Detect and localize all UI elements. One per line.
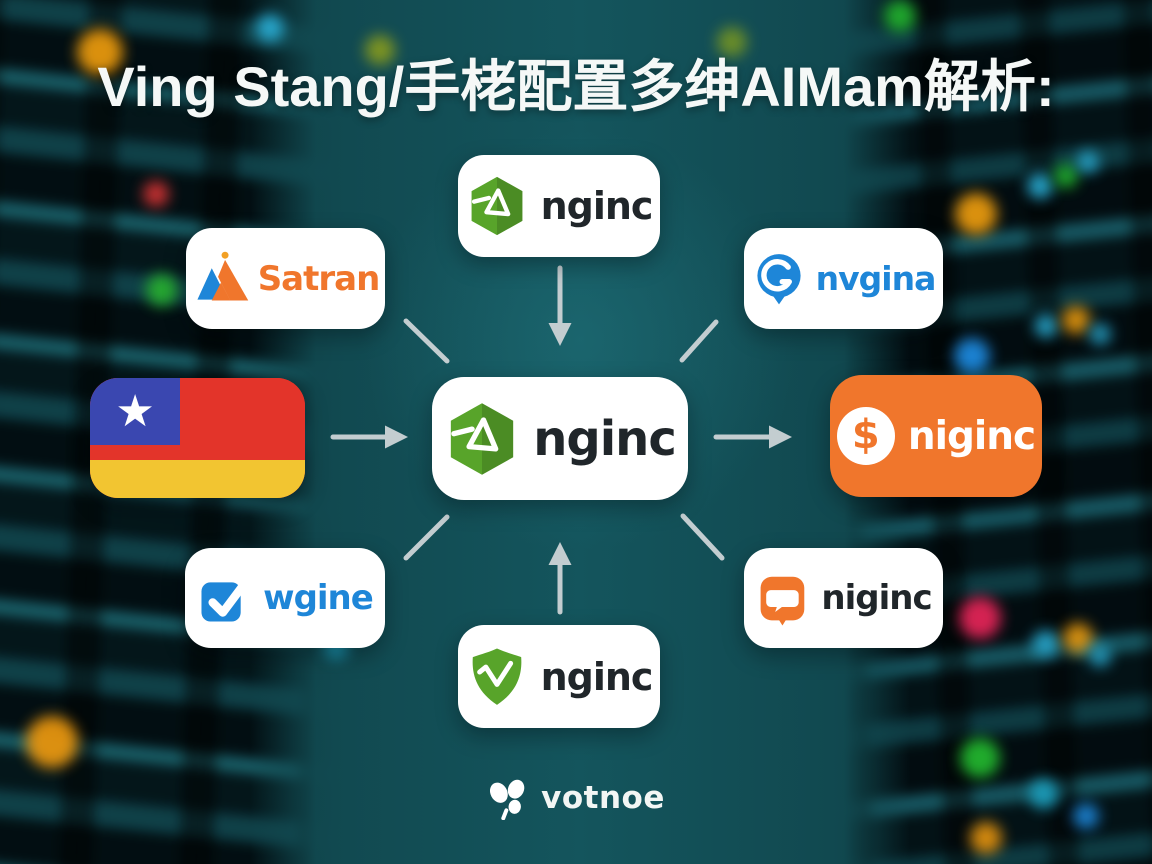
led-bokeh-dot xyxy=(365,35,395,65)
led-bokeh-dot xyxy=(77,29,123,75)
led-bokeh-dot xyxy=(970,822,1002,854)
node-card-wgine: wgine xyxy=(185,548,385,648)
led-bokeh-dot xyxy=(1032,630,1060,658)
node-label: Satran xyxy=(257,258,381,299)
node-card-niginc-dollar: $ niginc xyxy=(830,375,1042,497)
led-bokeh-dot xyxy=(1089,323,1111,345)
led-bokeh-dot xyxy=(1063,623,1093,653)
node-label: wgine xyxy=(263,578,374,618)
node-card-nvgina: nvgina xyxy=(744,228,943,329)
led-bokeh-dot xyxy=(959,597,1001,639)
led-bokeh-dot xyxy=(717,27,747,57)
node-label: niginc xyxy=(821,578,932,618)
node-card-top-nginc: nginc xyxy=(458,155,660,257)
center-glow xyxy=(290,60,870,620)
line-top-right-to-center xyxy=(679,319,719,363)
led-bokeh-dot xyxy=(954,338,990,374)
node-label: nginc xyxy=(533,410,677,467)
map-pin-g-icon xyxy=(757,253,801,304)
node-card-flag: ★ xyxy=(90,378,305,498)
node-label: nvgina xyxy=(815,259,937,298)
watermark-label: votnoe xyxy=(541,780,665,816)
watermark: votnoe xyxy=(0,776,1152,820)
led-bokeh-dot xyxy=(1089,645,1111,667)
node-card-center-nginc: nginc xyxy=(432,377,688,500)
led-bokeh-dot xyxy=(26,716,78,768)
dollar-coin-icon: $ xyxy=(836,407,895,465)
led-bokeh-dot xyxy=(1027,173,1053,199)
led-bokeh-dot xyxy=(884,0,916,32)
page-title: Ving Stang/手栳配置多绅AIMam解析: xyxy=(97,55,1055,118)
node-card-niginc-chat: niginc xyxy=(744,548,943,648)
nginx-shield-icon xyxy=(472,647,521,705)
node-card-satran: Satran xyxy=(186,228,385,329)
checkbox-check-icon xyxy=(201,577,251,622)
led-bokeh-dot xyxy=(1073,803,1099,829)
led-bokeh-dot xyxy=(256,14,284,42)
mountain-peaks-icon xyxy=(194,251,248,301)
led-bokeh-dot xyxy=(1077,151,1099,173)
node-label: nginc xyxy=(540,184,654,228)
line-top-left-to-center xyxy=(403,318,450,364)
led-bokeh-dot xyxy=(143,181,169,207)
led-bokeh-dot xyxy=(955,193,997,235)
flag-blue-canton: ★ xyxy=(90,378,181,446)
led-bokeh-dot xyxy=(1034,314,1058,338)
node-card-bottom-nginc: nginc xyxy=(458,625,660,728)
led-bokeh-dot xyxy=(1054,164,1078,188)
node-label: niginc xyxy=(907,413,1036,459)
line-bottom-right-to-center xyxy=(680,513,725,561)
led-bokeh-dot xyxy=(1062,306,1090,334)
nginx-hexagon-icon xyxy=(471,176,522,236)
star-flag-icon: ★ xyxy=(115,385,155,437)
flag-yellow-stripe xyxy=(90,459,305,498)
nginx-hexagon-icon xyxy=(451,402,514,475)
led-bokeh-dot xyxy=(1029,779,1059,809)
node-label: nginc xyxy=(540,654,654,699)
led-bokeh-dot xyxy=(146,274,178,306)
line-bottom-left-to-center xyxy=(403,514,450,561)
dollar-glyph: $ xyxy=(851,412,880,458)
leaf-trio-icon xyxy=(490,779,525,820)
led-bokeh-dot xyxy=(960,738,1000,778)
chat-bubble-icon xyxy=(760,576,805,626)
